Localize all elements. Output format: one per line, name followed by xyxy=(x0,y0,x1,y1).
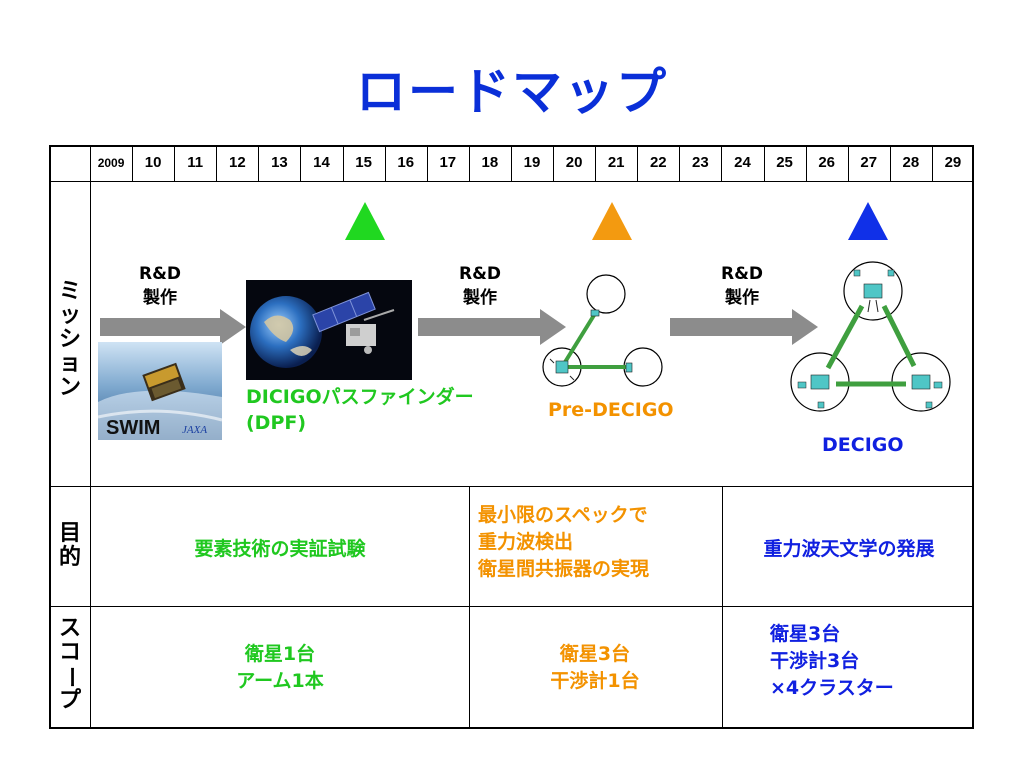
year-divider xyxy=(174,145,176,181)
year-divider xyxy=(679,145,681,181)
year-cell: 15 xyxy=(355,154,372,171)
pre-decigo-diagram xyxy=(542,274,663,387)
dpf-label: DICIGOパスファインダー (DPF) xyxy=(246,386,474,434)
row-label-char: ョ xyxy=(58,351,81,376)
year-cell: 26 xyxy=(818,154,835,171)
pre-decigo-label: Pre-DECIGO xyxy=(548,399,674,421)
year-cell: 29 xyxy=(944,154,962,171)
year-cell: 24 xyxy=(734,154,751,171)
column-divider-2 xyxy=(722,486,723,729)
year-divider xyxy=(553,145,555,181)
year-divider xyxy=(510,145,512,181)
decigo-diagram xyxy=(790,261,951,412)
purpose-divider xyxy=(49,606,974,607)
scope-pre-decigo: 衛星3台 干渉計1台 xyxy=(550,643,640,692)
purpose-dpf: 要素技術の実証試験 xyxy=(194,538,366,560)
row-label-char: ン xyxy=(58,375,81,400)
year-divider xyxy=(426,145,428,181)
year-divider xyxy=(300,145,302,181)
year-cell: 21 xyxy=(607,154,625,171)
year-divider xyxy=(468,145,470,181)
year-cell: 16 xyxy=(397,154,415,171)
orange-triangle-icon xyxy=(592,202,632,240)
column-divider-1 xyxy=(469,486,470,729)
decigo-label: DECIGO xyxy=(822,434,904,456)
row-label-char: シ xyxy=(58,327,81,352)
year-divider xyxy=(595,145,597,181)
year-cell: 28 xyxy=(902,154,920,171)
arrow-icon xyxy=(670,309,818,345)
year-divider xyxy=(132,145,134,181)
year-cell: 14 xyxy=(313,154,330,171)
arrow-icon xyxy=(100,309,246,345)
year-divider xyxy=(847,145,849,181)
row-label-char: プ xyxy=(58,688,81,713)
row-label-char: ッ xyxy=(58,303,81,328)
year-cell: 10 xyxy=(144,154,162,171)
header-divider xyxy=(49,181,974,182)
mission-divider xyxy=(49,486,974,487)
green-triangle-icon xyxy=(345,202,385,240)
year-cell: 17 xyxy=(439,154,457,171)
page-title: ロードマップ xyxy=(356,63,668,121)
year-cell: 12 xyxy=(228,154,246,171)
year-cell: 11 xyxy=(187,154,204,171)
row-label-char: ミ xyxy=(58,279,81,304)
year-cell: 22 xyxy=(649,154,667,171)
year-divider xyxy=(931,145,933,181)
year-divider xyxy=(721,145,723,181)
year-cell: 18 xyxy=(481,154,499,171)
year-cell: 23 xyxy=(692,154,709,171)
scope-dpf: 衛星1台 アーム1本 xyxy=(236,643,324,692)
row-label-scope: スコープ xyxy=(50,617,90,713)
row-label-char: 的 xyxy=(58,545,81,570)
row-label-char: ー xyxy=(58,665,83,688)
row-label-mission: ミッション xyxy=(50,280,90,400)
year-cell: 20 xyxy=(565,154,583,171)
year-cell: 27 xyxy=(860,154,878,171)
year-divider xyxy=(763,145,765,181)
blue-triangle-icon xyxy=(848,202,888,240)
year-divider xyxy=(637,145,639,181)
year-divider xyxy=(258,145,260,181)
purpose-pre-decigo: 最小限のスペックで 重力波検出 衛星間共振器の実現 xyxy=(478,504,650,580)
dpf-satellite-image xyxy=(246,280,412,380)
row-label-char: 目 xyxy=(58,521,81,546)
year-divider xyxy=(805,145,807,181)
swim-label: SWIM xyxy=(106,417,160,439)
year-cell: 19 xyxy=(523,154,541,171)
swim-satellite-image: SWIM JAXA xyxy=(97,342,223,440)
purpose-decigo: 重力波天文学の発展 xyxy=(763,538,935,560)
label-column-divider xyxy=(90,145,91,729)
year-divider xyxy=(342,145,344,181)
year-divider xyxy=(216,145,218,181)
year-divider xyxy=(384,145,386,181)
row-label-purpose: 目的 xyxy=(50,522,90,570)
row-label-char: ス xyxy=(58,616,81,641)
year-cell: 2009 xyxy=(97,156,125,170)
year-divider xyxy=(889,145,891,181)
year-cell: 13 xyxy=(271,154,288,171)
svg-text:JAXA: JAXA xyxy=(182,424,207,436)
arrow-icon xyxy=(418,309,566,345)
year-cell: 25 xyxy=(776,154,793,171)
row-label-char: コ xyxy=(58,640,81,665)
scope-decigo: 衛星3台 干渉計3台 ×4クラスター xyxy=(770,623,894,699)
